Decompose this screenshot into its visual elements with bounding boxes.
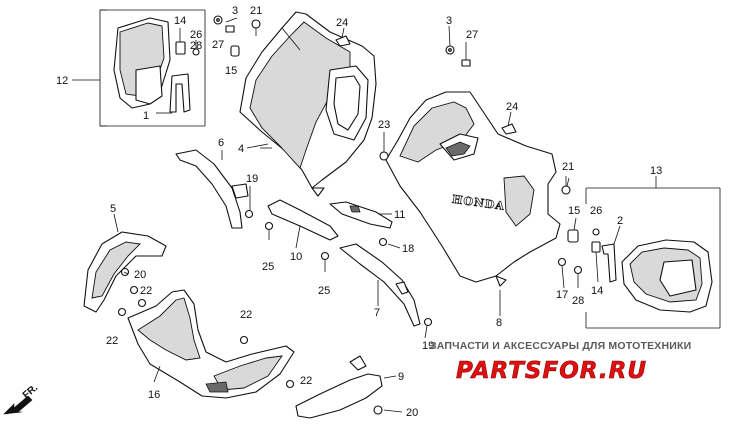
grommet-part-15-right bbox=[567, 229, 579, 243]
callout-20-right: 20 bbox=[406, 407, 418, 419]
screw-part-20-right bbox=[373, 405, 383, 415]
callout-24-upper: 24 bbox=[336, 17, 348, 29]
screw-part-20-left bbox=[120, 267, 130, 277]
upper-cowl-part-4 bbox=[239, 11, 377, 197]
callout-18: 18 bbox=[402, 243, 414, 255]
direction-label: FR. bbox=[21, 382, 41, 401]
callout-8: 8 bbox=[496, 317, 502, 329]
callout-22-b: 22 bbox=[106, 335, 118, 347]
screw-part-19-lower bbox=[423, 317, 433, 327]
callout-26-left: 26 bbox=[190, 29, 202, 41]
callout-27-right: 27 bbox=[466, 29, 478, 41]
callout-15-left: 15 bbox=[225, 65, 237, 77]
callout-14-right: 14 bbox=[591, 285, 603, 297]
callout-21-right: 21 bbox=[562, 161, 574, 173]
callout-22-c: 22 bbox=[240, 309, 252, 321]
watermark-tagline: ЗАПЧАСТИ И АКСЕССУАРЫ ДЛЯ МОТОТЕХНИКИ bbox=[430, 340, 691, 352]
callout-20-left: 20 bbox=[134, 269, 146, 281]
callout-17: 17 bbox=[556, 289, 568, 301]
callout-2: 2 bbox=[617, 215, 623, 227]
callout-25-mid: 25 bbox=[318, 285, 330, 297]
callout-26-right: 26 bbox=[590, 205, 602, 217]
screw-part-3-right bbox=[445, 45, 455, 55]
callout-9: 9 bbox=[398, 371, 404, 383]
screw-part-22-e bbox=[285, 379, 295, 389]
callout-3-left: 3 bbox=[232, 5, 238, 17]
callout-10: 10 bbox=[290, 251, 302, 263]
callout-25-left: 25 bbox=[262, 261, 274, 273]
inner-cover-part-2 bbox=[601, 239, 713, 313]
callout-19-lower: 19 bbox=[422, 340, 434, 352]
bolt-part-21-right bbox=[561, 176, 571, 195]
callout-13: 13 bbox=[650, 165, 662, 177]
callout-7: 7 bbox=[374, 307, 380, 319]
leader-lines bbox=[113, 17, 621, 413]
screw-part-28-right bbox=[573, 265, 583, 275]
callout-28-right: 28 bbox=[572, 295, 584, 307]
callout-23: 23 bbox=[378, 119, 390, 131]
watermark-logo: PARTSFOR.RU bbox=[456, 358, 647, 384]
inset-box-12 bbox=[99, 9, 206, 127]
screw-part-22-b bbox=[137, 298, 147, 308]
callout-3-right: 3 bbox=[446, 15, 452, 27]
clip-part-14-inset-right bbox=[591, 241, 601, 253]
callout-12: 12 bbox=[56, 75, 68, 87]
callout-16: 16 bbox=[148, 389, 160, 401]
callout-27-left: 27 bbox=[212, 39, 224, 51]
lower-cowl-part-16 bbox=[127, 289, 295, 399]
nut-part-27-right bbox=[461, 59, 471, 67]
callout-5: 5 bbox=[110, 203, 116, 215]
callout-14-left: 14 bbox=[174, 15, 186, 27]
strip-part-11 bbox=[329, 201, 393, 229]
grommet-part-15-left bbox=[230, 45, 240, 57]
strip-part-6 bbox=[175, 149, 249, 229]
callout-6: 6 bbox=[218, 137, 224, 149]
callout-1: 1 bbox=[143, 110, 149, 122]
callout-15-right: 15 bbox=[568, 205, 580, 217]
clip-part-24-right bbox=[501, 123, 517, 135]
screw-part-3-left bbox=[213, 15, 223, 25]
clip-part-14-inset bbox=[175, 28, 186, 55]
callout-numbers: 1 2 3 3 4 5 6 7 8 9 10 11 12 13 14 14 15… bbox=[56, 5, 662, 419]
screw-part-18 bbox=[378, 237, 388, 247]
screw-part-19-upper bbox=[244, 209, 254, 219]
callout-28-left: 28 bbox=[190, 40, 202, 52]
strip-part-9 bbox=[295, 355, 383, 419]
front-direction-arrow: FR. bbox=[3, 382, 41, 415]
inner-cover-part-1 bbox=[113, 17, 191, 113]
nut-part-23 bbox=[379, 151, 389, 161]
callout-22-d: 22 bbox=[300, 375, 312, 387]
screw-part-25-left bbox=[264, 221, 274, 240]
side-cowl-part-8: HONDA bbox=[385, 91, 561, 287]
callout-4: 4 bbox=[238, 143, 244, 155]
callout-19-upper: 19 bbox=[246, 173, 258, 185]
nut-part-27-left bbox=[225, 25, 235, 33]
callout-11: 11 bbox=[394, 209, 405, 221]
strip-part-7 bbox=[339, 243, 421, 327]
screw-part-25-mid bbox=[320, 251, 330, 272]
strip-part-10 bbox=[267, 199, 339, 241]
side-piece-part-5 bbox=[83, 231, 167, 313]
callout-24-right: 24 bbox=[506, 101, 518, 113]
callout-21-left: 21 bbox=[250, 5, 262, 17]
watermark: ЗАПЧАСТИ И АКСЕССУАРЫ ДЛЯ МОТОТЕХНИКИ PA… bbox=[430, 340, 691, 384]
bolt-part-21-left bbox=[251, 19, 261, 36]
screw-part-28-inset bbox=[192, 40, 200, 56]
clip-part-24-upper bbox=[335, 35, 351, 47]
screw-part-17 bbox=[557, 257, 567, 267]
screw-part-22-a bbox=[129, 285, 139, 295]
screw-part-22-d bbox=[239, 335, 249, 345]
clip-part-26-inset bbox=[592, 228, 600, 236]
callout-22-a: 22 bbox=[140, 285, 152, 297]
inset-box-13 bbox=[585, 187, 721, 329]
screw-part-22-c bbox=[117, 307, 127, 317]
